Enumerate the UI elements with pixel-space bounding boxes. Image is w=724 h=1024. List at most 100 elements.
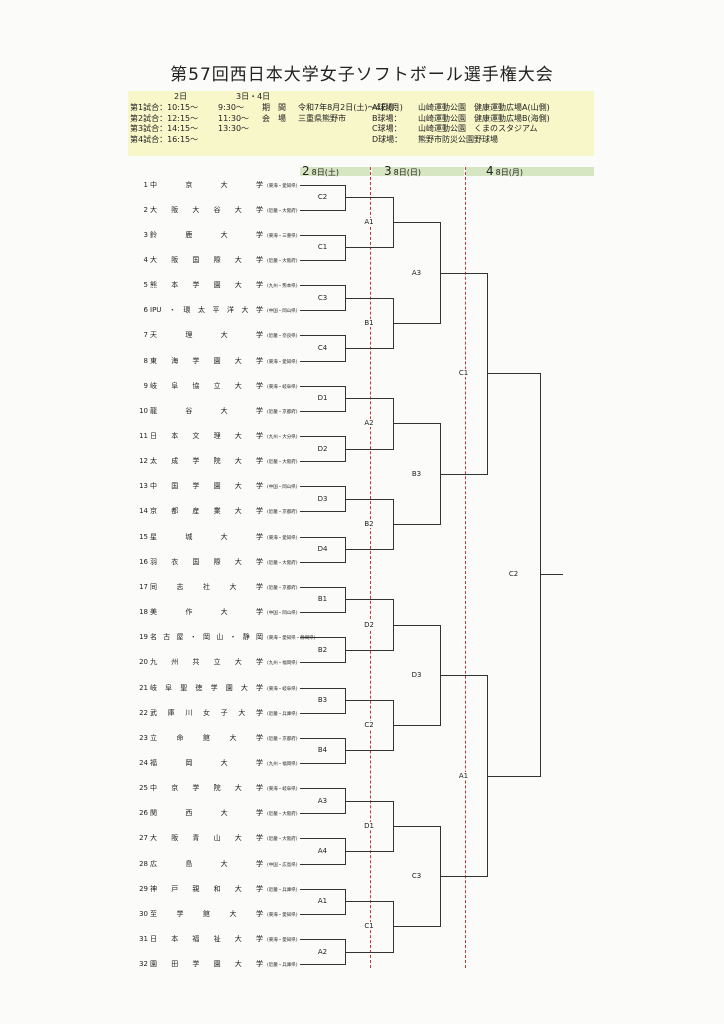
bracket-line <box>345 398 393 400</box>
bracket-line <box>300 888 345 890</box>
team-name: IPU・環太平洋大学 <box>150 306 263 315</box>
day-divider-2 <box>465 167 466 968</box>
team-number: 28 <box>139 859 148 868</box>
team-name: 園田学園大学 <box>150 960 263 969</box>
team-region: (中国・広島県) <box>267 862 298 868</box>
team-region: (九州・福岡県) <box>267 661 298 667</box>
team-name: 神戸親和大学 <box>150 884 263 893</box>
team-name: 太成学院大学 <box>150 457 263 466</box>
match-label: D1 <box>363 821 375 830</box>
period-value: 令和7年8月2日(土)～4日(月) <box>298 103 403 112</box>
day-divider-1 <box>370 167 371 968</box>
bracket-line <box>300 285 345 287</box>
team-region: (東海・三重県) <box>267 233 298 239</box>
team-region: (近畿・奈良県) <box>267 334 298 340</box>
bracket-line <box>345 297 393 299</box>
team-region: (近畿・京都府) <box>267 510 298 516</box>
match-label: D3 <box>410 670 423 679</box>
field-d-label: D球場： <box>372 134 403 144</box>
team-region: (九州・福岡県) <box>267 761 298 767</box>
team-region: (東海・愛知県) <box>267 938 298 943</box>
bracket-line <box>300 637 345 639</box>
team-region: (中国・岡山県) <box>267 611 298 617</box>
team-region: (東海・岐阜県) <box>267 384 298 390</box>
bracket-line <box>440 674 487 676</box>
team-number: 10 <box>139 406 148 415</box>
match-label: D1 <box>316 394 329 403</box>
team-name: 龍谷大学 <box>150 406 263 415</box>
field-d-place: 熊野市防災公園野球場 <box>418 134 498 144</box>
team-name: 天理大学 <box>150 331 263 340</box>
team-region: (九州・熊本県) <box>267 284 298 290</box>
day-header-2: 2日 <box>174 92 188 101</box>
bracket-line <box>393 222 440 224</box>
bracket-line <box>345 649 393 651</box>
team-number: 18 <box>139 608 148 617</box>
bracket-line <box>345 901 393 903</box>
bracket-line <box>345 448 393 450</box>
team-region: (東海・愛知県) <box>267 912 298 918</box>
team-name: 熊本学園大学 <box>150 281 263 290</box>
team-name: 星城大学 <box>150 532 263 541</box>
team-number: 32 <box>139 960 148 969</box>
team-number: 3 <box>143 230 148 239</box>
team-number: 2 <box>143 205 148 214</box>
match-label: A1 <box>457 771 470 780</box>
team-region: (東海・愛知県) <box>267 535 298 541</box>
bracket-line <box>440 473 487 475</box>
match-label: B3 <box>316 696 329 705</box>
match-label: A2 <box>363 419 375 428</box>
team-number: 24 <box>139 758 148 767</box>
team-number: 7 <box>143 331 148 340</box>
bracket-line <box>300 687 345 689</box>
bracket-line <box>393 322 440 324</box>
bracket-line <box>487 373 540 375</box>
bracket-line <box>300 536 345 538</box>
team-region: (近畿・大阪府) <box>267 258 298 264</box>
team-name: 至学館大学 <box>150 909 263 918</box>
match-label: D3 <box>316 494 329 503</box>
game-time-1: 第1試合：10:15～ <box>130 103 199 112</box>
game-time-2: 第2試合：12:15～ <box>130 113 199 123</box>
bracket-line <box>300 410 345 412</box>
team-number: 13 <box>139 482 148 491</box>
bracket-line <box>345 498 393 500</box>
bracket-line <box>300 813 345 815</box>
team-region: (近畿・兵庫県) <box>267 887 298 893</box>
bracket-line <box>345 347 393 349</box>
team-name: 関西大学 <box>150 809 263 818</box>
team-number: 29 <box>139 884 148 893</box>
bracket-line <box>393 926 440 928</box>
day-header-3-4: 3日・4日 <box>236 92 271 101</box>
team-region: (東海・愛知県) <box>267 183 298 189</box>
game-time-1b: 9:30～ <box>218 103 244 112</box>
team-region: (近畿・大阪府) <box>267 837 298 843</box>
team-number: 27 <box>139 834 148 843</box>
bracket-line <box>345 750 393 752</box>
match-label: C1 <box>457 369 470 378</box>
bracket-line <box>300 762 345 764</box>
bracket-line <box>300 964 345 966</box>
team-name: 名古屋・岡山・静岡 <box>150 633 263 642</box>
team-number: 21 <box>139 683 148 692</box>
team-number: 22 <box>139 708 148 717</box>
bracket-line <box>300 561 345 563</box>
period-label: 期 間 <box>262 103 286 112</box>
match-label: C1 <box>363 922 375 931</box>
bracket-line <box>300 838 345 840</box>
team-name: 日本文理大学 <box>150 432 263 440</box>
match-label: A1 <box>316 897 329 906</box>
team-name: 中京大学 <box>150 180 263 189</box>
bracket-line <box>345 951 393 953</box>
